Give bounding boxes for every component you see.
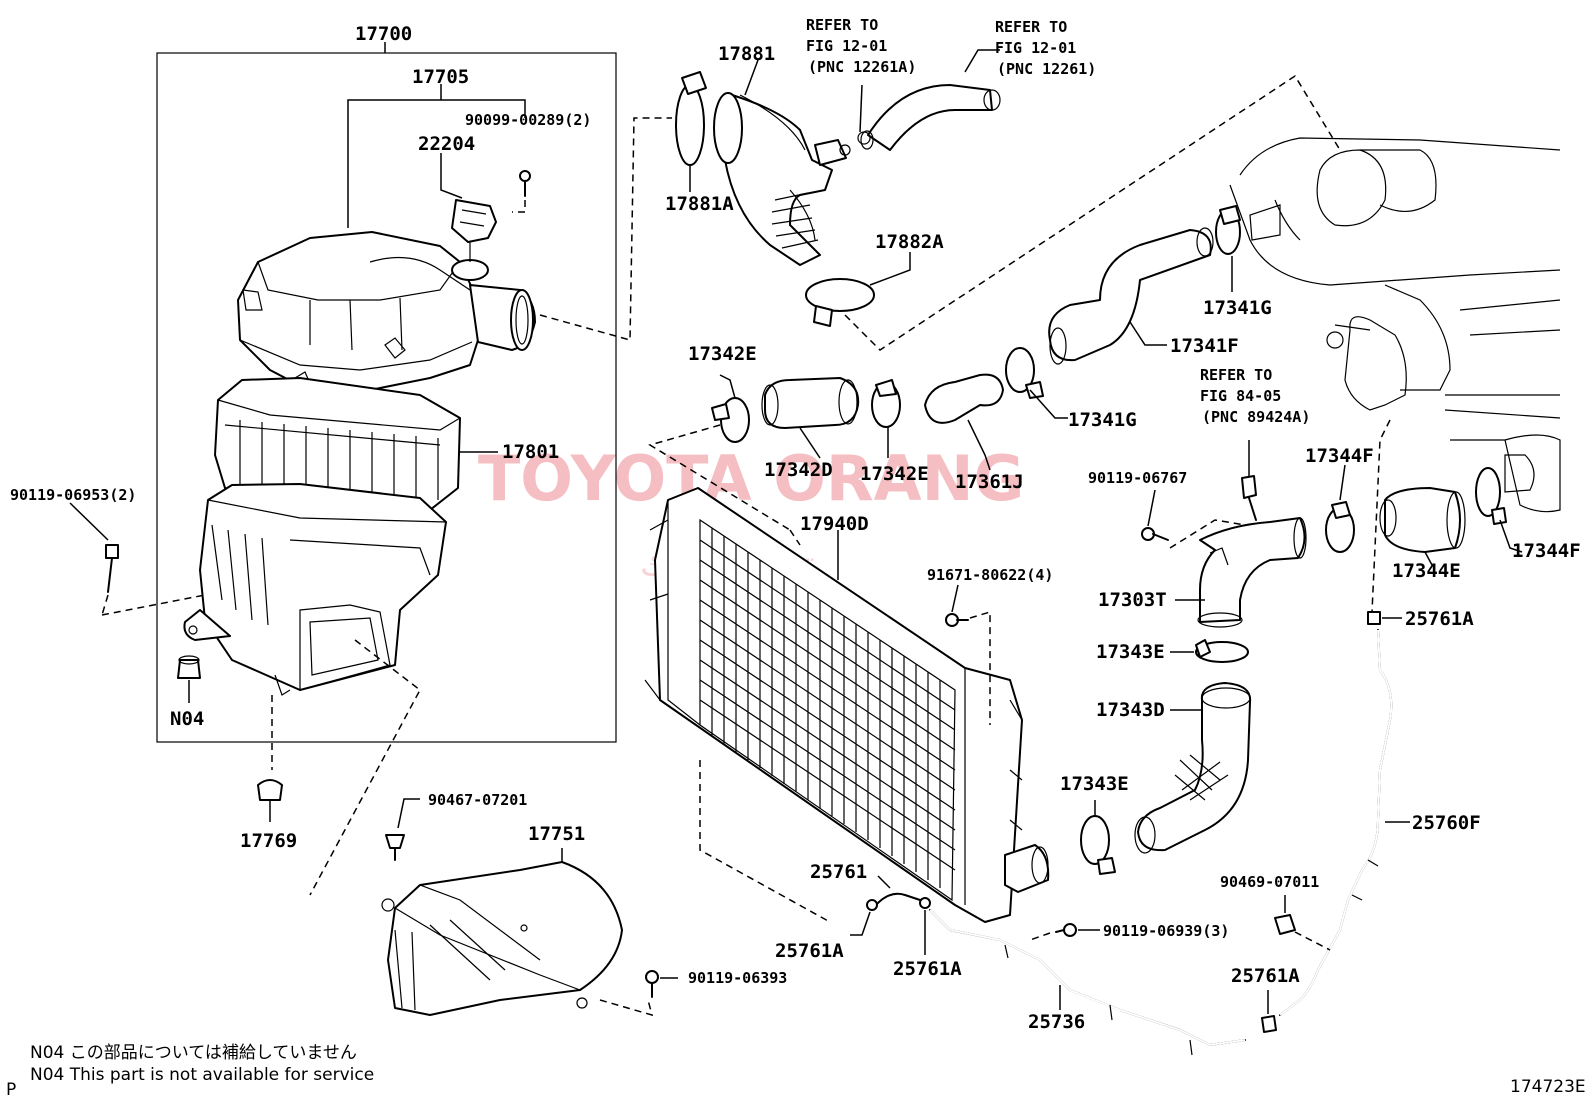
bolt-90119-06767 <box>1141 489 1246 549</box>
air-flow-meter-22204 <box>451 199 497 281</box>
pcv-hose <box>857 49 1001 151</box>
label-17344F-left: 17344F <box>1305 445 1374 467</box>
bolt-91671-80622 <box>945 584 991 725</box>
bolt-90119-06953 <box>69 502 119 616</box>
label-17342E-bottom: 17342E <box>860 463 929 485</box>
footnote-n04-english: N04 This part is not available for servi… <box>30 1065 374 1085</box>
clamp-17343E-upper <box>1170 639 1249 663</box>
label-17344E: 17344E <box>1392 560 1461 582</box>
label-17341G-lower: 17341G <box>1068 409 1137 431</box>
refer-fig12b-line3: (PNC 12261) <box>997 60 1096 78</box>
label-17342D: 17342D <box>764 459 833 481</box>
clamp-17342E-left <box>711 374 750 443</box>
label-25761A-mid-left: 25761A <box>775 940 844 962</box>
air-cleaner-cap <box>237 231 536 393</box>
label-17769: 17769 <box>240 830 297 852</box>
hose-25760F <box>1279 419 1410 1016</box>
refer-fig12a-line2: FIG 12-01 <box>806 37 887 55</box>
label-25761A-right: 25761A <box>1405 608 1474 630</box>
clamp-17344F-left <box>1325 464 1355 553</box>
refer-fig12b-line1: REFER TO <box>995 18 1067 36</box>
refer-fig84-line3: (PNC 89424A) <box>1202 408 1310 426</box>
refer-fig84-line2: FIG 84-05 <box>1200 387 1281 405</box>
refer-fig12b-line2: FIG 12-01 <box>995 39 1076 57</box>
refer-fig12a-line3: (PNC 12261A) <box>808 58 916 76</box>
sensor-89424A <box>1241 440 1257 521</box>
label-17342E-top: 17342E <box>688 343 757 365</box>
label-17940D: 17940D <box>800 513 869 535</box>
hose-17361J <box>924 373 1004 471</box>
label-17344F-right: 17344F <box>1512 540 1581 562</box>
clamp-17343E-lower <box>1080 800 1116 875</box>
intercooler-core-grid <box>699 528 956 888</box>
label-25761A-bottom-right: 25761A <box>1231 965 1300 987</box>
page-letter: P <box>6 1080 16 1099</box>
air-cleaner-assembly-group <box>101 42 617 743</box>
screw-90119-06393 <box>599 970 678 1017</box>
screw-90099-00289 <box>512 170 531 213</box>
label-17303T: 17303T <box>1098 589 1167 611</box>
hose-17344E <box>1379 487 1466 566</box>
label-17341F: 17341F <box>1170 335 1239 357</box>
label-17341G-upper: 17341G <box>1203 297 1272 319</box>
diagram-id: 174723E <box>1510 1077 1586 1097</box>
label-17343D: 17343D <box>1096 699 1165 721</box>
hose-17343D <box>1134 682 1252 854</box>
label-91671-80622: 91671-80622(4) <box>927 566 1053 584</box>
label-90119-06953: 90119-06953(2) <box>10 486 136 504</box>
clamp-17882A <box>805 252 911 327</box>
label-90099-00289: 90099-00289(2) <box>465 111 591 129</box>
label-17700: 17700 <box>355 23 412 45</box>
air-filter-element-17801 <box>214 377 498 511</box>
grommet-17769 <box>257 695 283 822</box>
label-17751: 17751 <box>528 823 585 845</box>
clip-25761A-bottom <box>1261 990 1277 1033</box>
label-25736: 25736 <box>1028 1011 1085 1033</box>
intercooler-pipe-17341F <box>1048 227 1214 365</box>
air-cleaner-assembly-frame <box>156 52 617 743</box>
label-17881: 17881 <box>718 43 775 65</box>
label-17801: 17801 <box>502 441 559 463</box>
label-17881A: 17881A <box>665 193 734 215</box>
bolt-90119-06939 <box>1029 923 1100 941</box>
hose-17342D <box>761 377 860 459</box>
part-number-labels: 17700 17705 90099-00289(2) 22204 17801 9… <box>10 16 1581 1033</box>
label-17343E-upper: 17343E <box>1096 641 1165 663</box>
label-90119-06939: 90119-06939(3) <box>1103 922 1229 940</box>
label-17343E-lower: 17343E <box>1060 773 1129 795</box>
label-17361J: 17361J <box>955 471 1024 493</box>
watermark-text: TOYOTA ORANG <box>478 442 1024 515</box>
clamp-17342E-right <box>871 379 901 458</box>
refer-fig84-line1: REFER TO <box>1200 366 1272 384</box>
label-17705: 17705 <box>412 66 469 88</box>
label-25761A-mid-right: 25761A <box>893 958 962 980</box>
pipe-17303T <box>1175 517 1307 628</box>
grommet-N04 <box>177 655 201 703</box>
clamp-17344F-right <box>1475 467 1523 553</box>
air-inlet-17751 <box>381 848 623 1016</box>
label-25760F: 25760F <box>1412 812 1481 834</box>
clamp-17341G-lower <box>1005 347 1068 419</box>
label-90119-06767: 90119-06767 <box>1088 469 1187 487</box>
intercooler-17940D <box>644 487 1050 923</box>
refer-fig12a-line1: REFER TO <box>806 16 878 34</box>
label-25761: 25761 <box>810 861 867 883</box>
air-cleaner-case <box>183 483 447 696</box>
label-17882A: 17882A <box>875 231 944 253</box>
label-90469-07011: 90469-07011 <box>1220 873 1319 891</box>
air-cleaner-hose-17881 <box>713 59 851 266</box>
engine-outline <box>1229 137 1561 513</box>
clip-90467-07201 <box>385 798 420 861</box>
label-22204: 22204 <box>418 133 475 155</box>
label-90119-06393: 90119-06393 <box>688 969 787 987</box>
footnote-n04-japanese: N04 この部品については補給していません <box>30 1043 357 1063</box>
clip-90469-07011 <box>1274 895 1331 951</box>
pipe-25736 <box>866 875 1246 1056</box>
clamp-17881A <box>675 71 707 192</box>
label-90467-07201: 90467-07201 <box>428 791 527 809</box>
clamp-17341G-upper <box>1215 205 1241 292</box>
label-N04: N04 <box>170 708 204 730</box>
